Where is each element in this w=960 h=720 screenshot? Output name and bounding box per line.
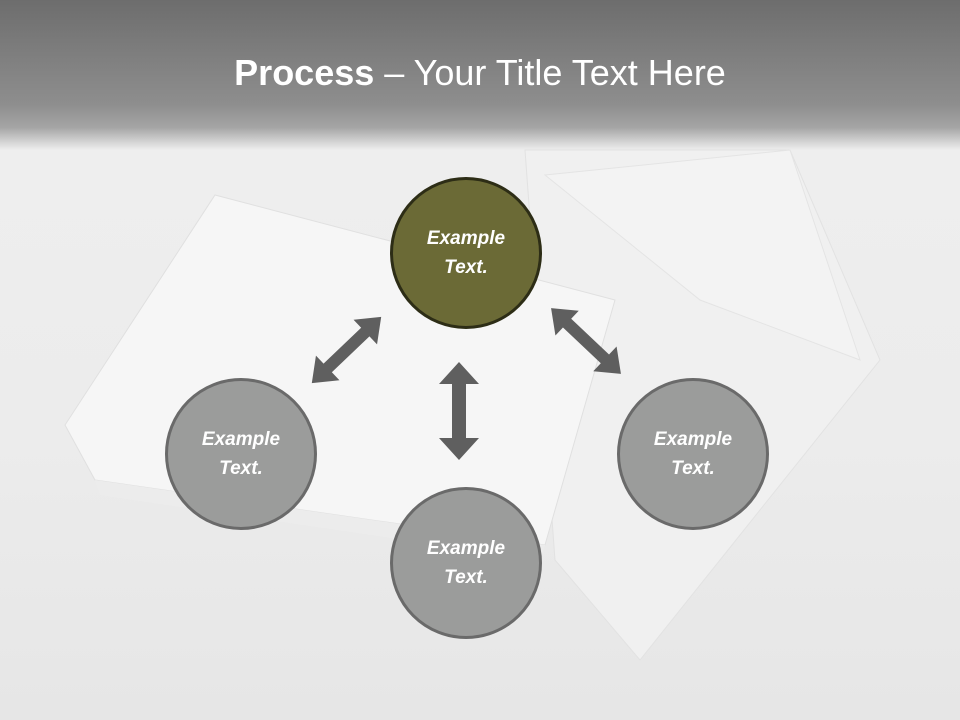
title-bold: Process [234, 52, 375, 93]
node-right: Example Text. [617, 378, 769, 530]
node-left: Example Text. [165, 378, 317, 530]
node-bottom-text: Example Text. [426, 538, 506, 588]
arrow-right-diagonal [551, 308, 621, 374]
backdrop-sheet-back-flap [543, 149, 861, 361]
node-top-text: Example Text. [426, 228, 506, 278]
title-rest: – Your Title Text Here [374, 52, 726, 93]
title-bar [0, 0, 960, 150]
arrow-left-diagonal [311, 316, 382, 384]
slide-title: Process – Your Title Text Here [0, 52, 960, 94]
arrow-vertical [439, 362, 479, 460]
node-bottom: Example Text. [390, 487, 542, 639]
node-right-text: Example Text. [653, 429, 733, 479]
node-top: Example Text. [390, 177, 542, 329]
node-left-text: Example Text. [201, 429, 281, 479]
